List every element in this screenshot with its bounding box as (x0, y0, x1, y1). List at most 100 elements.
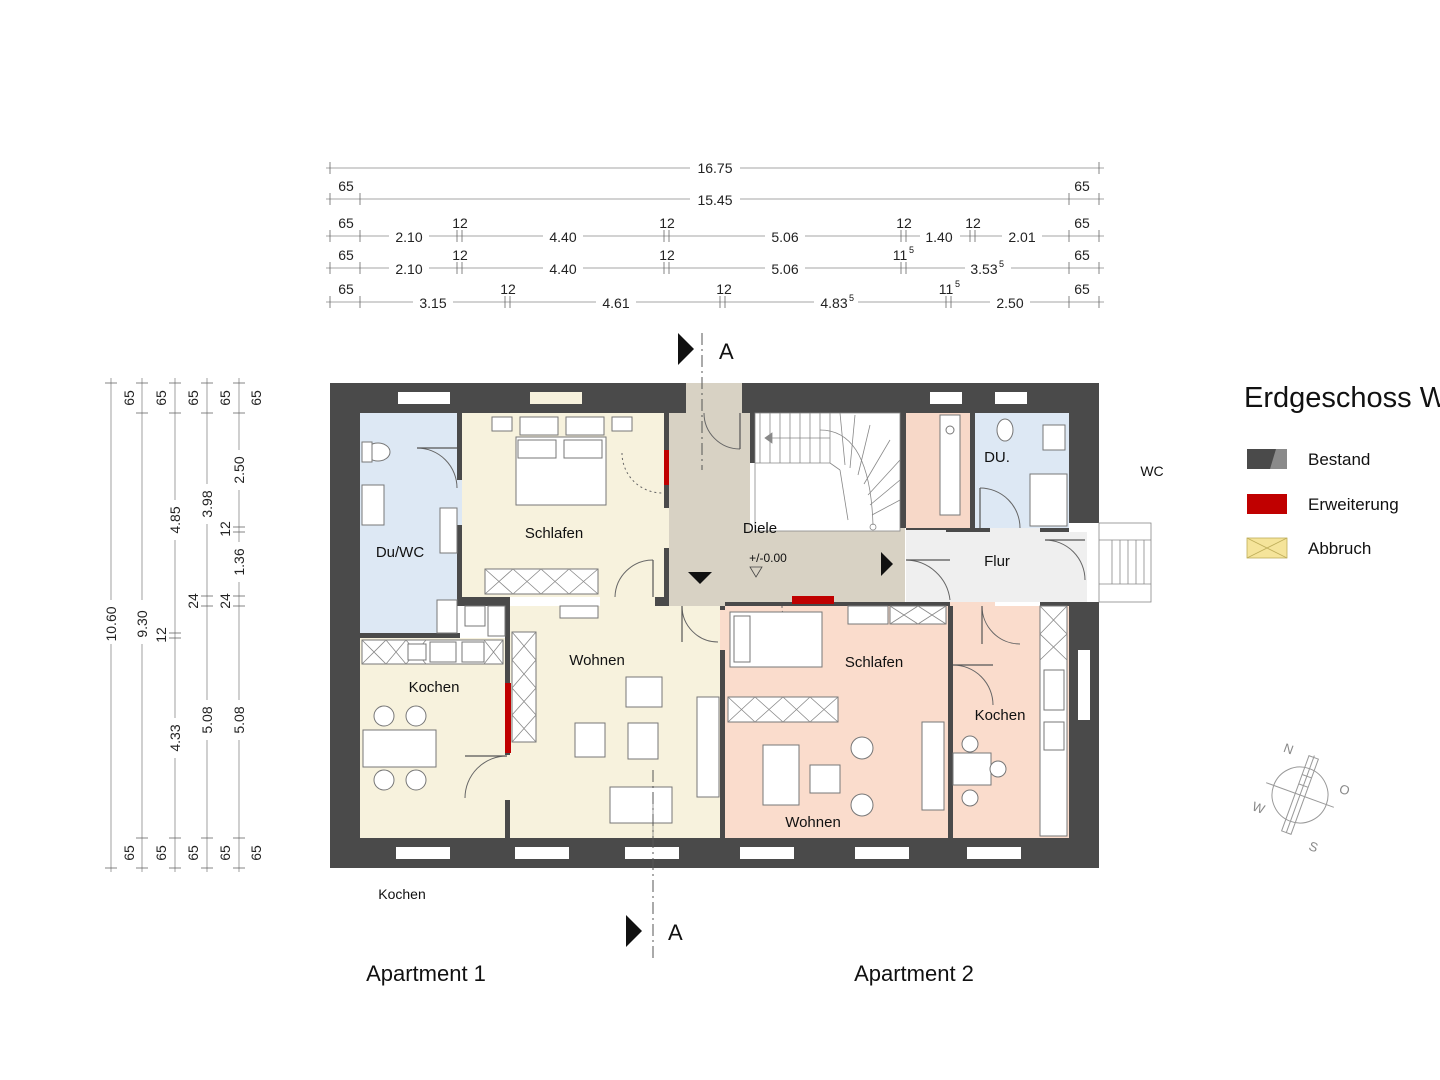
dim-label: 11 (893, 247, 908, 263)
dim-label: 12 (716, 281, 732, 297)
section-line-a (626, 333, 893, 960)
section-arrow-top (678, 333, 694, 365)
label-kochen-outside: Kochen (378, 886, 425, 902)
dim-label: 4.40 (549, 229, 576, 245)
legend: Erdgeschoss W Bestand Erweiterung Abbruc… (1244, 382, 1440, 559)
dim-superscript: 5 (955, 279, 960, 289)
compass-rose (1266, 755, 1334, 835)
level-marker-icon (749, 566, 763, 578)
dim-label: 4.40 (549, 261, 576, 277)
section-marker-diele (688, 572, 712, 584)
room-flur (906, 532, 1087, 602)
dim-label: 5.06 (771, 261, 798, 277)
compass-o: O (1337, 781, 1352, 799)
furniture (361, 414, 1068, 838)
dim-label: 11 (939, 281, 954, 297)
dim-label: 65 (217, 845, 233, 861)
compass-s: S (1307, 838, 1321, 855)
staircase (754, 412, 901, 532)
entrance-steps (1098, 522, 1152, 603)
dim-label: 65 (338, 178, 354, 194)
dim-label: 65 (1074, 247, 1090, 263)
stairwell (750, 413, 900, 531)
room-labels: Du/WC Schlafen Diele +/-0.00 DU. WC Flur… (366, 339, 1164, 986)
label-level: +/-0.00 (749, 551, 787, 565)
dim-label: 3.53 (970, 261, 997, 277)
dim-label: 2.01 (1008, 229, 1035, 245)
dim-label: 65 (248, 390, 264, 406)
dim-label: 24 (217, 593, 233, 609)
dim-label: 65 (1074, 281, 1090, 297)
dim-label: 65 (1074, 215, 1090, 231)
label-schlafen-2: Schlafen (845, 654, 903, 671)
dim-total-10-60: 10.60 (103, 606, 119, 641)
dim-label: 65 (248, 845, 264, 861)
dim-label: 2.50 (996, 295, 1023, 311)
dim-total-9-30: 9.30 (134, 610, 150, 637)
dim-label: 4.61 (602, 295, 629, 311)
dim-superscript: 5 (999, 259, 1004, 269)
dim-label: 5.06 (771, 229, 798, 245)
dim-label: 12 (452, 215, 468, 231)
left-dimension-labels: 65 10.60 65 65 9.30 65 65 4.85 12 4.33 6… (102, 390, 264, 861)
compass-w: W (1250, 799, 1267, 818)
section-label-top: A (719, 339, 734, 364)
dim-label: 12 (659, 215, 675, 231)
dim-label: 5.08 (199, 706, 215, 733)
walls-existing (330, 383, 1099, 868)
dim-label: 12 (965, 215, 981, 231)
dim-total-16-75: 16.75 (697, 160, 732, 176)
wall-openings (457, 480, 1040, 800)
dim-label: 4.83 (820, 295, 847, 311)
dim-total-15-45: 15.45 (697, 192, 732, 208)
dim-label: 65 (121, 390, 137, 406)
dim-label: 65 (338, 215, 354, 231)
dim-label: 3.98 (199, 490, 215, 517)
apartment-1-label: Apartment 1 (366, 961, 486, 986)
dim-label: 65 (185, 845, 201, 861)
compass-labels: N O S W (1250, 740, 1352, 855)
label-wohnen-1: Wohnen (569, 652, 625, 669)
label-flur: Flur (984, 553, 1010, 570)
dim-label: 65 (338, 247, 354, 263)
label-diele: Diele (743, 520, 777, 537)
label-du-wc: Du/WC (376, 544, 425, 561)
walls-extension (505, 450, 834, 753)
dim-label: 5.08 (231, 706, 247, 733)
dim-label: 65 (153, 845, 169, 861)
room-fills (360, 392, 1087, 838)
label-wc: WC (1140, 463, 1163, 479)
top-dimension-labels: 16.75 65 15.45 65 65 2.10 12 4.40 12 5.0… (338, 158, 1090, 311)
label-du: DU. (984, 449, 1010, 466)
label-schlafen-1: Schlafen (525, 525, 583, 542)
apartment-2-label: Apartment 2 (854, 961, 974, 986)
left-dimension-chains (105, 378, 245, 872)
dim-label: 4.85 (167, 506, 183, 533)
dim-label: 12 (452, 247, 468, 263)
dim-label: 65 (121, 845, 137, 861)
section-arrow-bottom (626, 915, 642, 947)
doors (416, 412, 1086, 799)
plan-title: Erdgeschoss W (1244, 382, 1440, 414)
legend-swatch-erweiterung (1247, 494, 1287, 514)
section-label-bottom: A (668, 920, 683, 945)
label-kochen-2: Kochen (975, 707, 1026, 724)
top-dimension-chains (326, 162, 1104, 308)
dim-superscript: 5 (909, 245, 914, 255)
dim-label: 4.33 (167, 724, 183, 751)
legend-label-bestand: Bestand (1308, 450, 1370, 469)
dim-label: 65 (153, 390, 169, 406)
dim-label: 65 (1074, 178, 1090, 194)
dim-label: 1.40 (925, 229, 952, 245)
dim-label: 12 (217, 521, 233, 537)
legend-label-abbruch: Abbruch (1308, 539, 1371, 558)
dim-label: 12 (659, 247, 675, 263)
dim-label: 3.15 (419, 295, 446, 311)
compass-n: N (1282, 740, 1296, 757)
dim-label: 65 (217, 390, 233, 406)
dim-label: 24 (185, 593, 201, 609)
dim-superscript: 5 (849, 293, 854, 303)
dim-label: 12 (896, 215, 912, 231)
dim-label: 12 (500, 281, 516, 297)
